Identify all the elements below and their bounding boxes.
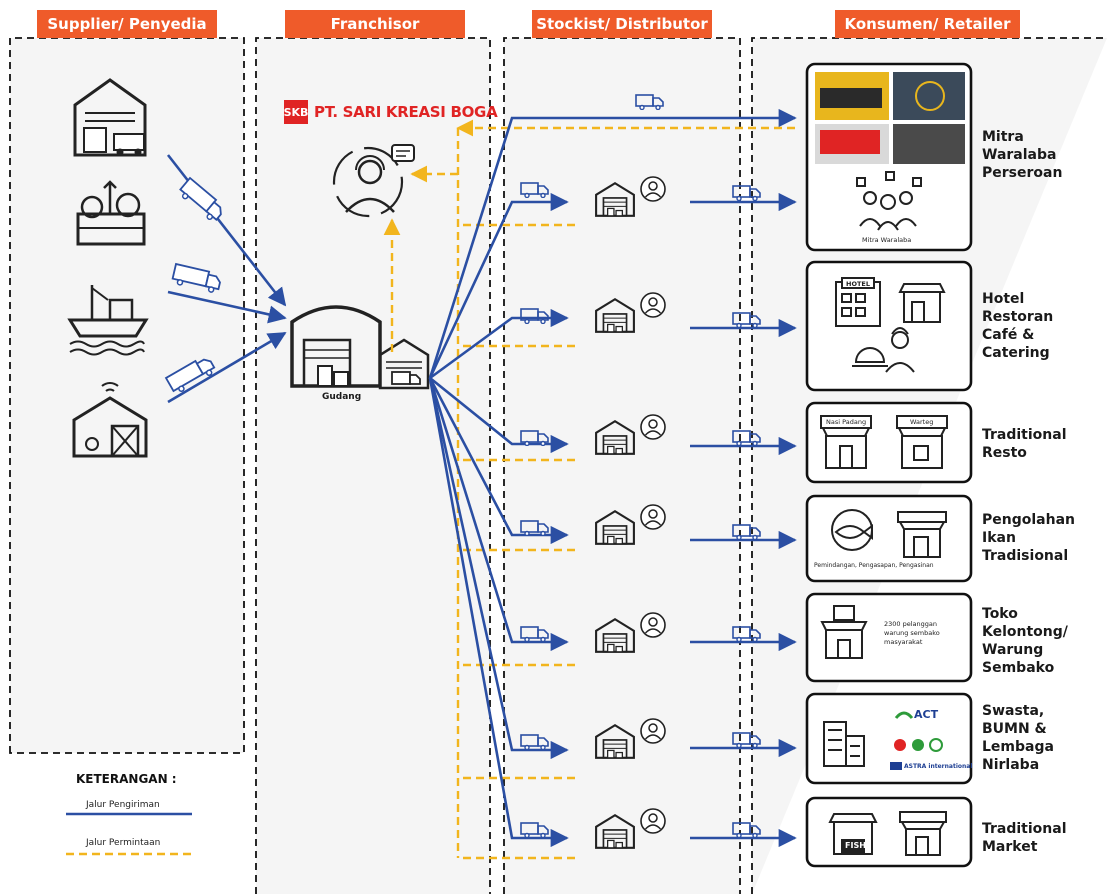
sembako-note-line: 2300 pelanggan (884, 620, 937, 628)
warteg-shop-icon (896, 415, 948, 469)
astra-logo: ASTRA international (904, 763, 973, 770)
company-name: PT. SARI KREASI BOGA (314, 103, 498, 121)
consumer-label-line: Lembaga (982, 739, 1054, 755)
fish-market-stall-icon (828, 813, 878, 855)
mitra-waralaba-caption: Mitra Waralaba (862, 236, 912, 244)
hotel-sign: HOTEL (846, 280, 870, 288)
supplier-truck-icon (171, 262, 221, 293)
company-brand: SKB PT. SARI KREASI BOGA (284, 100, 498, 124)
consumer-label-traditional-market: Traditional Market (982, 820, 1067, 856)
consumer-label-line: Restoran (982, 309, 1054, 325)
column-header-stockist: Stockist/ Distributor (532, 10, 712, 38)
consumer-label-line: Warung (982, 642, 1044, 658)
pengolahan-caption: Pemindangan, Pengasapan, Pengasinan (814, 562, 934, 569)
distributor-person-icon (640, 414, 666, 440)
legend-lines (66, 812, 192, 856)
supplier-fishing-boat-icon (67, 285, 149, 356)
supplier-truck-icon (164, 358, 216, 393)
column-header-franchisor: Franchisor (285, 10, 465, 38)
act-logo: ACT (914, 708, 939, 721)
consumer-label-traditional-resto: Traditional Resto (982, 426, 1067, 462)
consumer-label-line: Resto (982, 445, 1027, 461)
consumer-label-line: Sembako (982, 660, 1055, 676)
market-shop-icon (899, 811, 947, 856)
consumer-boxes (805, 62, 973, 868)
sembako-note-line: masyarakat (884, 638, 923, 646)
gudang-label: Gudang (322, 392, 362, 402)
distributor-person-icon (640, 612, 666, 638)
consumer-label-mitra: Mitra Waralaba Perseroan (982, 128, 1062, 182)
fish-processing-icon (831, 509, 873, 551)
consumer-label-line: Traditional (982, 427, 1067, 443)
distributor-person-icon (640, 718, 666, 744)
consumer-label-line: Swasta, (982, 703, 1045, 719)
column-header-supplier: Supplier/ Penyedia (37, 10, 217, 38)
fish-sign: FISH (845, 841, 866, 850)
consumer-label-line: Tradisional (982, 548, 1069, 564)
legend-delivery-label: Jalur Pengiriman (86, 800, 160, 810)
gudang-warehouse-icon (290, 305, 382, 388)
supplier-vegetables-icon (76, 180, 146, 246)
consumer-label-line: Market (982, 839, 1038, 855)
distributor-person-icon (640, 504, 666, 530)
mitra-group-icon (856, 171, 922, 231)
legend-title: KETERANGAN : (76, 772, 177, 786)
consumer-label-line: BUMN & (982, 721, 1047, 737)
office-building-icon (823, 721, 865, 767)
partner-logos (890, 711, 943, 770)
consumer-label-pengolahan-ikan: Pengolahan Ikan Tradisional (982, 511, 1075, 565)
supplier-warehouse-icon (73, 78, 147, 157)
distributor-person-icon (640, 176, 666, 202)
consumer-label-line: Hotel (982, 291, 1025, 307)
legend-request-label: Jalur Permintaan (86, 838, 161, 848)
distributor-person-icon (640, 292, 666, 318)
consumer-label-line: Catering (982, 345, 1050, 361)
delivery-paths (428, 108, 797, 848)
sembako-shop-icon (820, 605, 868, 659)
mitra-photos (815, 72, 965, 164)
supplier-farm-barn-icon (72, 382, 148, 458)
distributor-person-icon (640, 808, 666, 834)
warteg-sign: Warteg (910, 418, 934, 426)
consumer-label-line: Perseroan (982, 165, 1063, 181)
consumer-label-hotel: Hotel Restoran Café & Catering (982, 290, 1053, 362)
fish-shop-icon (897, 511, 947, 558)
column-header-consumer: Konsumen/ Retailer (835, 10, 1020, 38)
consumer-label-line: Mitra (982, 129, 1024, 145)
supplier-truck-icon (179, 176, 222, 221)
call-center-icon (332, 144, 415, 218)
sembako-note-line: warung sembako (884, 629, 940, 637)
nasi-padang-sign: Nasi Padang (826, 418, 867, 426)
consumer-label-line: Ikan (982, 530, 1016, 546)
sembako-note: 2300 pelanggan warung sembako masyarakat (884, 620, 940, 647)
consumer-label-line: Kelontong/ (982, 624, 1068, 640)
restaurant-icon (898, 283, 946, 323)
supplier-delivery-arrows (164, 154, 287, 404)
consumer-label-line: Toko (982, 606, 1018, 622)
consumer-label-toko-kelontong: Toko Kelontong/ Warung Sembako (982, 605, 1068, 677)
company-logo: SKB (284, 100, 308, 124)
hotel-icon (835, 277, 881, 327)
garage-truck-icon (378, 338, 430, 390)
consumer-label-line: Café & (982, 327, 1035, 343)
consumer-label-line: Waralaba (982, 147, 1057, 163)
consumer-label-line: Nirlaba (982, 757, 1040, 773)
nasi-padang-shop-icon (820, 415, 872, 469)
consumer-label-swasta: Swasta, BUMN & Lembaga Nirlaba (982, 702, 1054, 774)
consumer-label-line: Pengolahan (982, 512, 1075, 528)
consumer-label-line: Traditional (982, 821, 1067, 837)
chef-catering-icon (852, 327, 915, 373)
